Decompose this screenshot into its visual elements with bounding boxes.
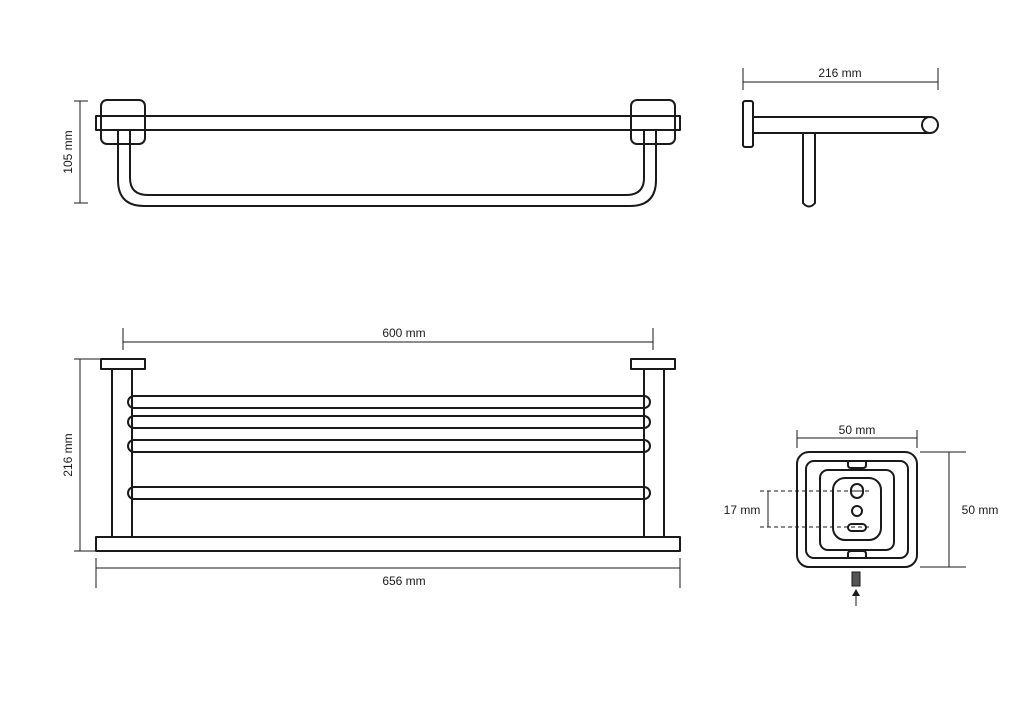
right-mount-plate — [630, 99, 676, 145]
top-notch — [847, 460, 867, 469]
bar-4 — [127, 486, 651, 500]
inner-plate — [805, 460, 909, 559]
shelf-bar — [95, 115, 681, 131]
base-bar — [95, 536, 681, 552]
bar-2 — [127, 415, 651, 429]
dim-label-656: 656 mm — [382, 574, 425, 588]
top-view — [95, 99, 681, 207]
left-mount-plate — [100, 99, 146, 145]
dim-inner-width: 600 mm — [122, 326, 654, 350]
hanging-bar — [802, 132, 816, 208]
towel-bar-outer — [117, 129, 657, 207]
outer-plate — [796, 451, 918, 568]
dim-label-50-height: 50 mm — [962, 503, 999, 517]
right-post — [643, 368, 665, 538]
left-post — [111, 368, 133, 538]
side-profile — [742, 100, 939, 208]
dim-plate-width: 50 mm — [796, 423, 918, 448]
right-cap — [630, 358, 676, 370]
set-screw — [851, 571, 861, 587]
bar-3 — [127, 439, 651, 453]
bar-1 — [127, 395, 651, 409]
left-cap — [100, 358, 146, 370]
dim-label-50-width: 50 mm — [839, 423, 876, 437]
bracket — [832, 477, 882, 541]
arrow-up-icon — [852, 589, 860, 596]
dim-overall-width: 656 mm — [95, 558, 681, 588]
dim-label-600: 600 mm — [382, 326, 425, 340]
bottom-slot — [847, 523, 867, 532]
mount-plate-detail — [796, 451, 918, 606]
center-hole — [851, 505, 863, 517]
towel-bar-inner — [129, 129, 645, 196]
dim-height-front: 216 mm — [61, 358, 104, 552]
wall-plate — [742, 100, 754, 148]
dim-label-17: 17 mm — [724, 503, 761, 517]
shelf-end — [921, 116, 939, 134]
dim-plate-height: 50 mm — [920, 451, 999, 568]
dim-depth-top: 216 mm — [742, 66, 939, 90]
bottom-notch — [847, 550, 867, 559]
dim-label-105: 105 mm — [61, 130, 75, 173]
recess — [819, 469, 895, 551]
dim-label-216-front: 216 mm — [61, 433, 75, 476]
dim-label-216-top: 216 mm — [818, 66, 861, 80]
dim-hole-spacing: 17 mm — [724, 490, 870, 528]
front-view — [95, 358, 681, 552]
dim-height-top: 105 mm — [61, 100, 88, 204]
